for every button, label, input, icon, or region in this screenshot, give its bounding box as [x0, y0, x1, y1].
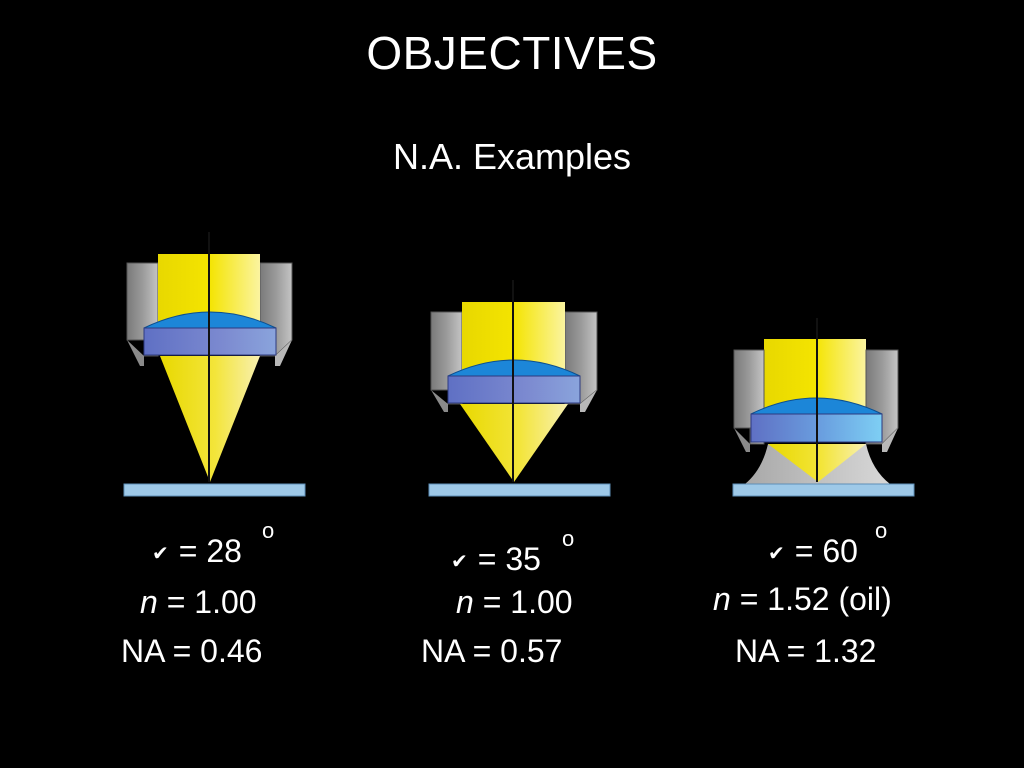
- objective-3-na-label: NA = 1.32: [735, 633, 877, 669]
- slide-title: OBJECTIVES: [366, 27, 658, 79]
- angle-symbol-icon: ✔: [152, 542, 169, 565]
- objective-3-n-symbol: n: [713, 581, 731, 617]
- objective-1-n-symbol: n: [140, 584, 158, 620]
- objective-3-angle-text: = 60: [794, 533, 858, 569]
- angle-symbol-icon: ✔: [451, 550, 468, 573]
- objective-1-angle-label: ✔ = 28: [152, 535, 242, 567]
- objective-3-n-label: n = 1.52 (oil): [713, 583, 892, 615]
- objective-1-na-label: NA = 0.46: [121, 633, 263, 669]
- slide-subtitle: N.A. Examples: [392, 136, 632, 177]
- objective-2-n-text: = 1.00: [482, 584, 573, 620]
- objective-3-specimen-slide: [732, 483, 915, 497]
- objective-2-na-label: NA = 0.57: [421, 633, 563, 669]
- objective-1-n-text: = 1.00: [166, 584, 257, 620]
- objective-2-drawing: [428, 280, 611, 497]
- objective-3-n-text: = 1.52 (oil): [739, 581, 892, 617]
- angle-symbol-icon: ✔: [768, 542, 785, 565]
- objective-3-drawing: [732, 318, 915, 497]
- objective-2-angle-text: = 35: [477, 541, 541, 577]
- objective-1-drawing: [123, 232, 306, 497]
- objective-1-n-label: n = 1.00: [140, 586, 257, 618]
- objective-2-n-symbol: n: [456, 584, 474, 620]
- objective-1-degree-symbol: o: [262, 518, 275, 543]
- objective-1-angle-text: = 28: [178, 533, 242, 569]
- objective-2-n-label: n = 1.00: [456, 586, 573, 618]
- objective-2-degree-symbol: o: [562, 526, 575, 551]
- objective-1-specimen-slide: [123, 483, 306, 497]
- objective-2-angle-label: ✔ = 35: [451, 543, 541, 575]
- objective-2-specimen-slide: [428, 483, 611, 497]
- objective-3-angle-label: ✔ = 60: [768, 535, 858, 567]
- objective-3-degree-symbol: o: [875, 518, 888, 543]
